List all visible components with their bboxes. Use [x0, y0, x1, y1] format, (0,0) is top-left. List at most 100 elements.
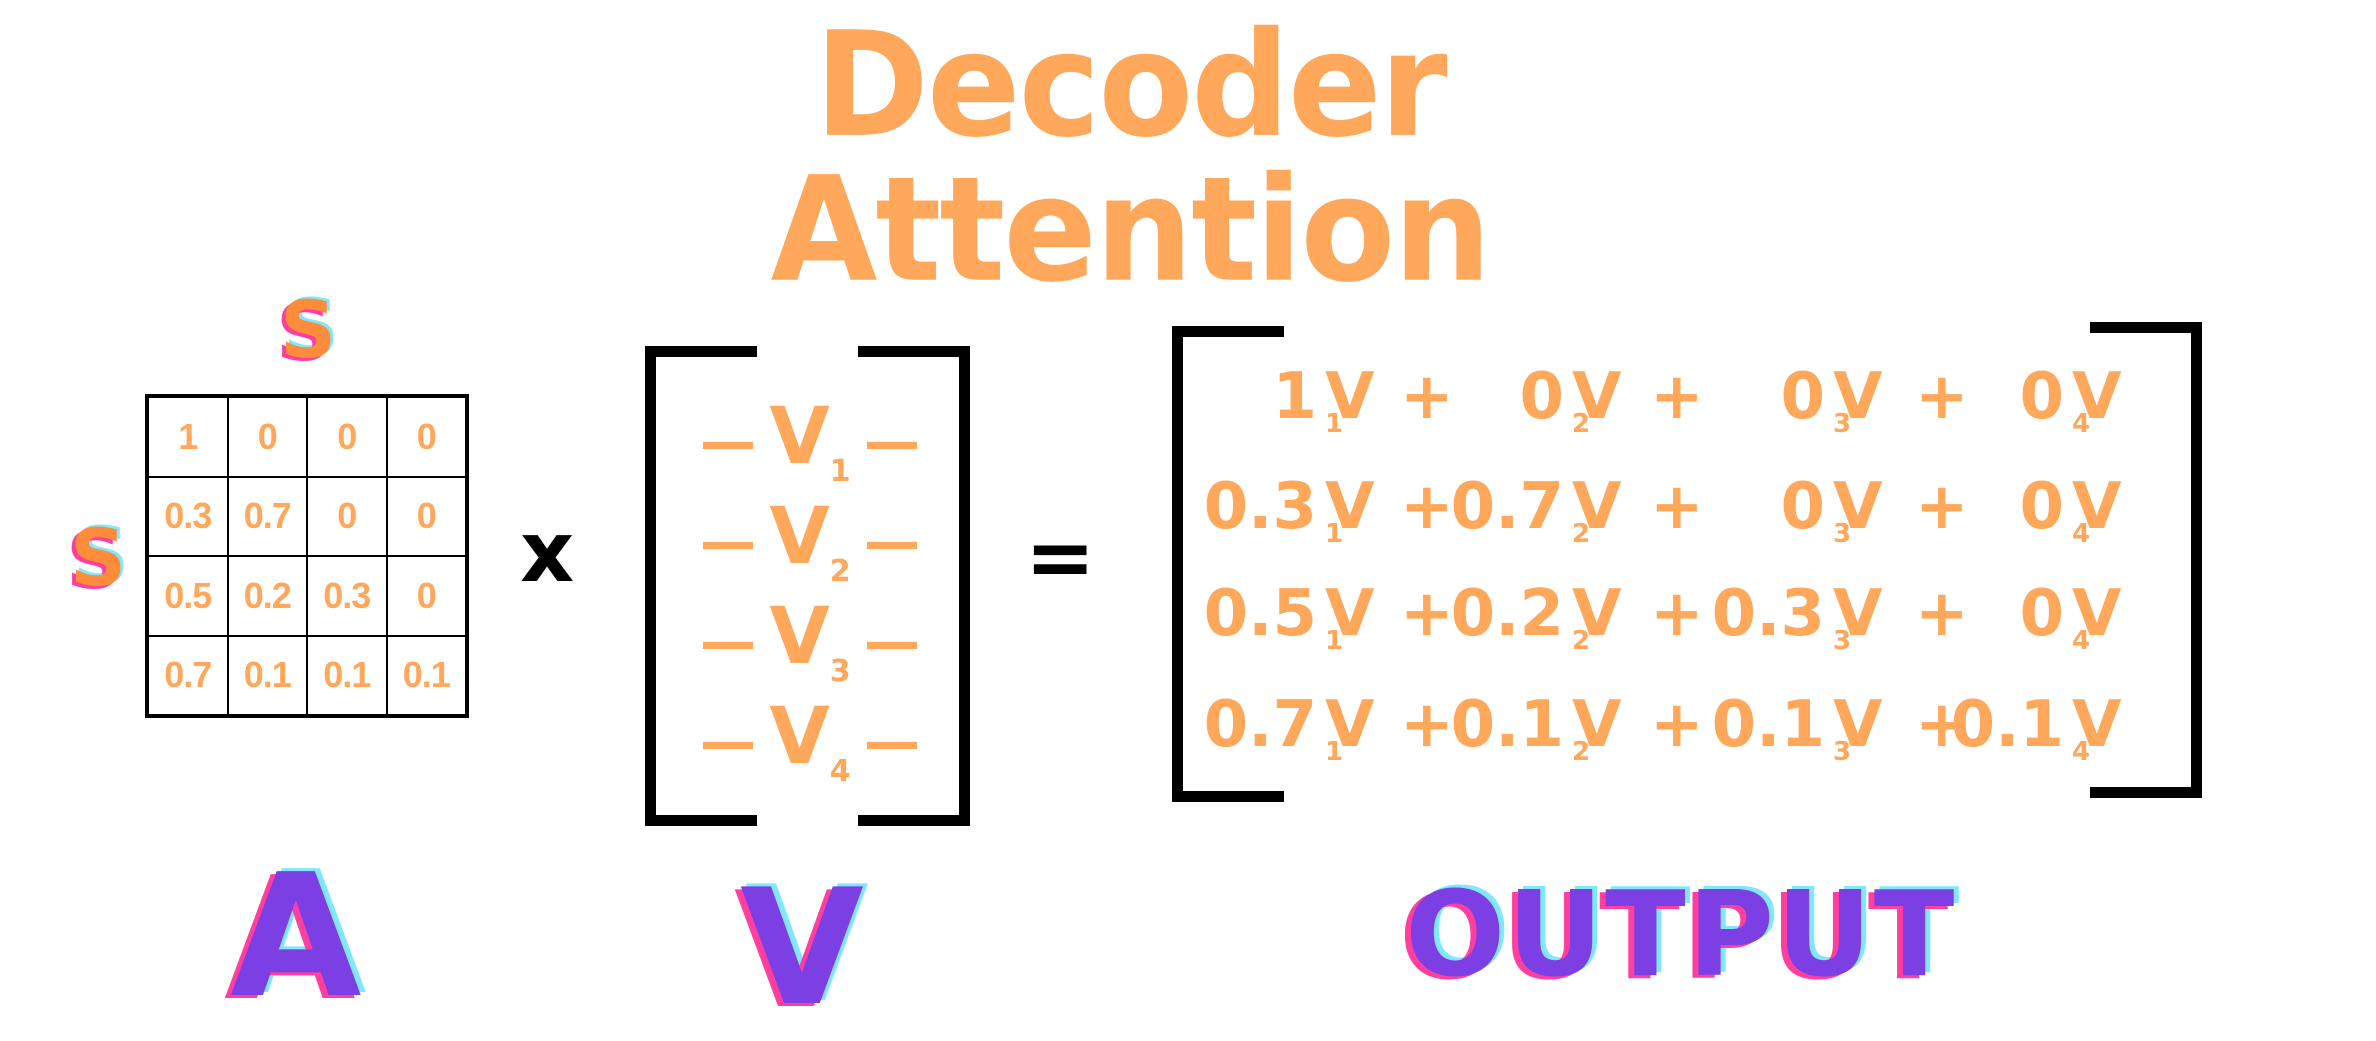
- vector-symbol: V: [2072, 470, 2122, 544]
- matrix-cell: 0.7: [227, 476, 307, 556]
- matrix-cell: 0: [307, 397, 387, 477]
- plus-symbol: +: [1915, 688, 1969, 762]
- vector-index: 3: [1833, 409, 1852, 439]
- v-matrix-row: — V1 —: [700, 398, 920, 487]
- matrix-cell: 0: [386, 556, 466, 636]
- plus-symbol: +: [1400, 688, 1454, 762]
- plus-symbol: +: [1915, 470, 1969, 544]
- vector-index: 1: [1325, 409, 1344, 439]
- plus-symbol: +: [1400, 360, 1454, 434]
- vector-symbol: V: [1833, 577, 1883, 651]
- output-weight: 0.1: [1711, 688, 1825, 762]
- vector-index: 3: [1833, 737, 1852, 767]
- vector-index: 2: [1572, 626, 1591, 656]
- matrix-cell: 0: [386, 397, 466, 477]
- matrix-cell: 0.1: [307, 635, 387, 715]
- matrix-cell: 0.7: [148, 635, 228, 715]
- output-weight: 0.1: [1950, 688, 2064, 762]
- value-vector: V1: [769, 392, 851, 489]
- output-weight: 0.7: [1203, 688, 1317, 762]
- row-dash: —: [864, 409, 920, 475]
- output-weight: 0.2: [1450, 577, 1564, 651]
- output-weight: 0.3: [1203, 470, 1317, 544]
- row-dash: —: [700, 709, 756, 775]
- matrix-cell: 0: [386, 476, 466, 556]
- vector-symbol: V: [1833, 360, 1883, 434]
- v-matrix-left-bracket: [645, 346, 757, 826]
- v-matrix-row: — V2 —: [700, 498, 920, 587]
- row-dash: —: [864, 609, 920, 675]
- vector-symbol: V: [1572, 360, 1622, 434]
- label-output: OUTPUT: [1405, 865, 1957, 1003]
- vector-symbol: V: [1833, 688, 1883, 762]
- equals-symbol: =: [1025, 508, 1096, 606]
- output-weight: 0: [2019, 360, 2064, 434]
- diagram-title: Decoder Attention: [770, 0, 1492, 315]
- plus-symbol: +: [1650, 577, 1704, 651]
- vector-symbol: V: [1572, 470, 1622, 544]
- matrix-cell: 0.5: [148, 556, 228, 636]
- matrix-cell: 0.1: [227, 635, 307, 715]
- dimension-label-top: S: [280, 286, 337, 376]
- vector-symbol: V: [1325, 470, 1375, 544]
- output-weight: 0: [2019, 470, 2064, 544]
- row-dash: —: [700, 609, 756, 675]
- v-matrix-row: — V3 —: [700, 598, 920, 687]
- output-weight: 0: [1780, 360, 1825, 434]
- matrix-cell: 0.1: [386, 635, 466, 715]
- matrix-cell: 0.2: [227, 556, 307, 636]
- vector-index: 4: [2072, 519, 2091, 549]
- output-weight: 0: [1519, 360, 1564, 434]
- output-weight: 1: [1272, 360, 1317, 434]
- vector-index: 4: [2072, 626, 2091, 656]
- plus-symbol: +: [1650, 360, 1704, 434]
- vector-symbol: V: [1572, 688, 1622, 762]
- attention-matrix-a: 1 0 0 0 0.3 0.7 0 0 0.5 0.2 0.3 0 0.7 0.…: [145, 394, 469, 718]
- matrix-cell: 0.3: [307, 556, 387, 636]
- vector-index: 1: [1325, 519, 1344, 549]
- vector-symbol: V: [1833, 470, 1883, 544]
- output-weight: 0: [1780, 470, 1825, 544]
- value-vector: V4: [769, 692, 851, 789]
- matrix-cell: 0: [227, 397, 307, 477]
- dimension-label-left: S: [70, 514, 127, 604]
- plus-symbol: +: [1915, 577, 1969, 651]
- value-vector: V3: [769, 592, 851, 689]
- output-weight: 0.7: [1450, 470, 1564, 544]
- vector-index: 3: [1833, 626, 1852, 656]
- vector-symbol: V: [1325, 577, 1375, 651]
- v-matrix-right-bracket: [858, 346, 970, 826]
- vector-index: 1: [1325, 626, 1344, 656]
- output-weight: 0.5: [1203, 577, 1317, 651]
- vector-index: 2: [1572, 519, 1591, 549]
- vector-symbol: V: [1325, 360, 1375, 434]
- row-dash: —: [864, 509, 920, 575]
- vector-index: 1: [1325, 737, 1344, 767]
- vector-symbol: V: [2072, 577, 2122, 651]
- matrix-cell: 1: [148, 397, 228, 477]
- output-weight: 0.3: [1711, 577, 1825, 651]
- row-dash: —: [700, 409, 756, 475]
- vector-index: 3: [1833, 519, 1852, 549]
- vector-symbol: V: [2072, 360, 2122, 434]
- row-dash: —: [700, 509, 756, 575]
- vector-symbol: V: [1325, 688, 1375, 762]
- plus-symbol: +: [1400, 577, 1454, 651]
